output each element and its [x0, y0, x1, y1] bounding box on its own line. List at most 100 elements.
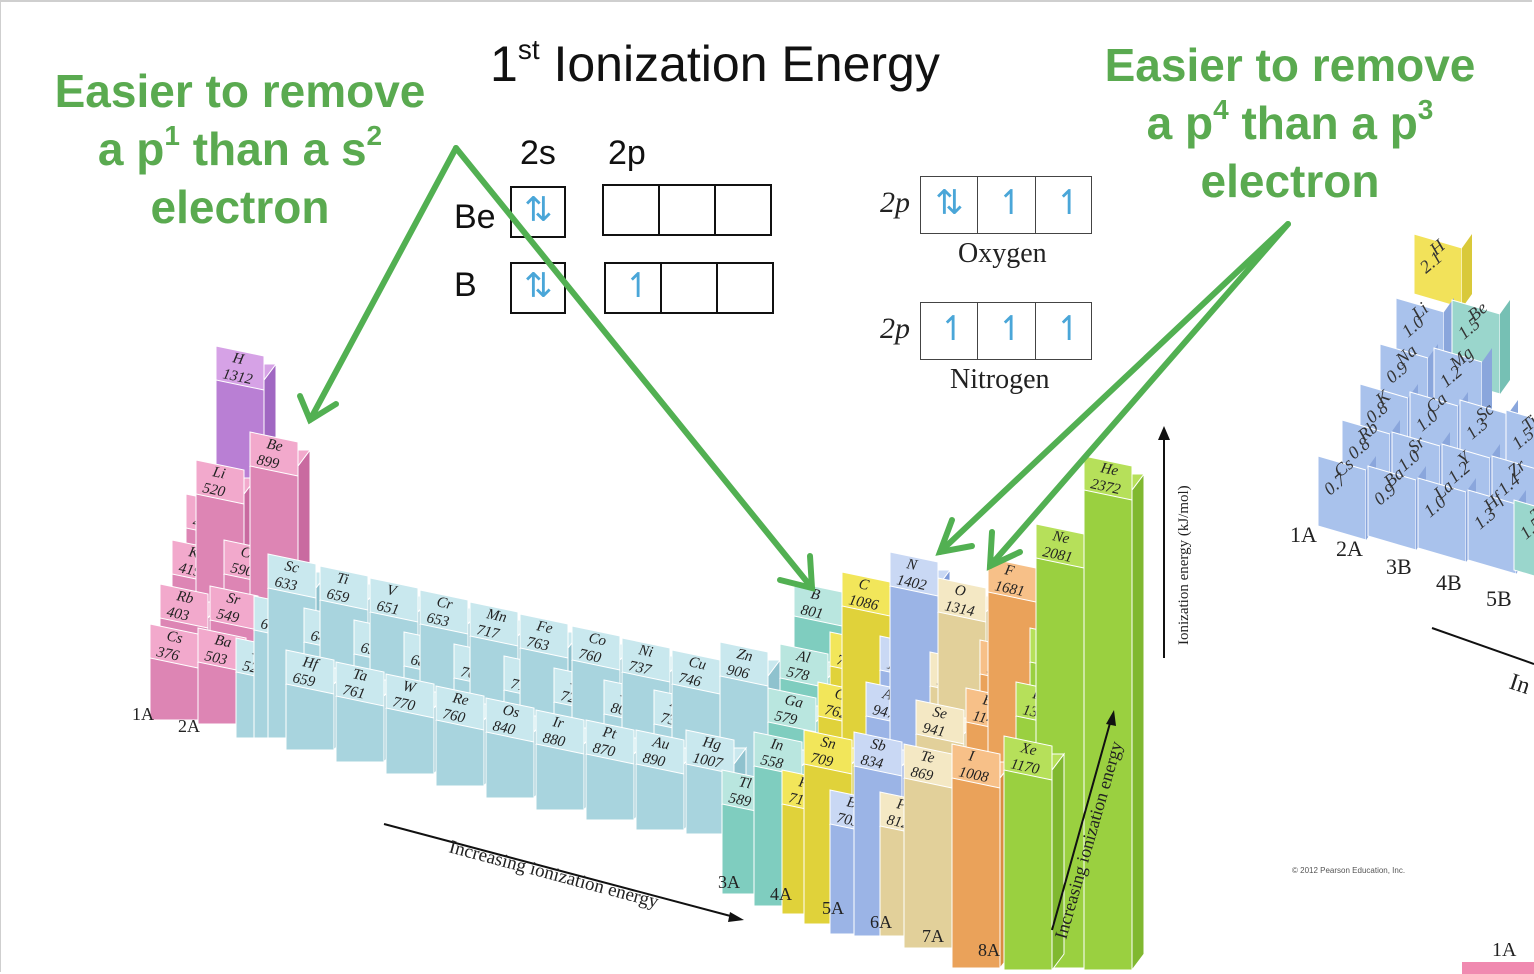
element-ionization-value: 590: [229, 560, 255, 580]
element-ionization-value: 659: [291, 670, 317, 690]
element-ionization-value: 1007: [691, 750, 725, 772]
column-label-plate: [319, 565, 369, 611]
column-label-plate: [1003, 735, 1053, 781]
copyright-text: © 2012 Pearson Education, Inc.: [1292, 866, 1406, 875]
element-ionization-value: 890: [641, 750, 667, 770]
arrow-head-icon: [728, 912, 744, 922]
column-label-plate: [335, 661, 385, 707]
b-2p-box-3: [716, 262, 774, 314]
column-front-face: [635, 763, 685, 831]
column-front-face: [385, 707, 435, 775]
element-ionization-value: 834: [859, 752, 885, 772]
nitrogen-2p-label: 2p: [880, 312, 910, 345]
group-label-3a: 3A: [718, 872, 740, 892]
element-ionization-value: 1402: [895, 572, 928, 594]
element-ionization-value: 376: [154, 644, 181, 665]
element-symbol: Be: [265, 436, 284, 455]
en-cell-ta: Ta1.5: [1513, 499, 1534, 577]
oxygen-2p-boxes: ⇅ ↿ ↿: [920, 176, 1092, 234]
column-label-plate: [195, 459, 245, 505]
arrow-head-icon: [777, 553, 816, 592]
element-symbol: Ni: [636, 642, 654, 661]
en-group-5b: 5B: [1486, 586, 1512, 611]
element-ionization-value: 941: [921, 720, 946, 740]
element-symbol: Li: [210, 464, 227, 482]
element-ionization-value: 906: [725, 662, 751, 682]
group-label-6a: 6A: [870, 912, 892, 932]
column-label-plate: [249, 431, 299, 477]
column-label-plate: [585, 719, 635, 765]
arrow-head-icon: [935, 517, 975, 556]
element-ionization-value: 899: [255, 452, 281, 472]
oxygen-2p-label: 2p: [880, 186, 910, 219]
en-cell-side: [1500, 300, 1510, 394]
column-label-plate: [419, 589, 469, 635]
label-be: Be: [454, 198, 496, 236]
column-label-plate: [803, 729, 853, 775]
column-label-plate: [535, 709, 585, 755]
en-group-3b: 3B: [1386, 554, 1412, 579]
element-symbol: Co: [587, 630, 608, 649]
oxygen-label: Oxygen: [958, 238, 1047, 269]
column-label-plate: [635, 729, 685, 775]
element-symbol: F: [1002, 562, 1016, 580]
en-group-4b: 4B: [1436, 570, 1462, 595]
column-label-plate: [435, 685, 485, 731]
en-cell-side: [1462, 234, 1472, 308]
element-symbol: Tl: [737, 774, 753, 792]
element-symbol: W: [401, 678, 418, 697]
green-arrow-left: [307, 145, 459, 423]
label-b: B: [454, 266, 477, 304]
column-label-plate: [719, 641, 769, 687]
en-cell-cs: Cs0.7: [1317, 454, 1376, 541]
element-ionization-value: 2372: [1089, 476, 1122, 498]
element-ionization-value: 1008: [957, 764, 990, 786]
element-symbol: Ta: [351, 666, 368, 685]
element-ionization-value: 589: [727, 790, 753, 810]
element-symbol: He: [1098, 460, 1120, 480]
element-ionization-value: 737: [627, 658, 654, 679]
nitrogen-label: Nitrogen: [950, 364, 1050, 395]
en-group-1a: 1A: [1290, 522, 1317, 547]
element-ionization-value: 503: [203, 648, 228, 668]
column-front-face: [535, 743, 585, 811]
column-front-face: [335, 695, 385, 763]
element-symbol: In: [768, 736, 785, 754]
element-ionization-value: 549: [215, 606, 241, 626]
element-ionization-value: 760: [577, 646, 603, 666]
axis-diagonal-arrow: [1051, 715, 1113, 931]
axis-horizontal-label: Increasing ionization energy: [447, 837, 662, 913]
column-label-plate: [519, 613, 569, 659]
column-front-face: [435, 719, 485, 787]
element-symbol: Fe: [534, 618, 554, 637]
column-label-plate: [915, 699, 965, 745]
arrow-head-icon: [986, 529, 1023, 571]
element-ionization-value: 801: [799, 602, 824, 622]
element-symbol: Os: [501, 702, 521, 721]
element-ionization-value: 870: [591, 740, 617, 760]
column-label-plate: [853, 731, 903, 777]
element-ionization-value: 1086: [847, 592, 880, 614]
corner-group-label: 1A: [1492, 939, 1517, 961]
element-ionization-value: 709: [809, 750, 835, 770]
element-symbol: I: [966, 748, 976, 765]
element-ionization-value: 1312: [221, 366, 254, 388]
element-ionization-value: 761: [341, 682, 366, 702]
group-label-1a: 1A: [132, 704, 154, 724]
element-ionization-value: 578: [785, 664, 811, 684]
en-axis-arrow: [1431, 627, 1534, 665]
b-2p-box-1: ↿: [604, 262, 662, 314]
column-label-plate: [571, 625, 621, 671]
element-symbol: Sc: [283, 558, 301, 577]
column-label-plate: [159, 583, 209, 629]
element-ionization-value: 1681: [993, 578, 1026, 600]
element-symbol: Pt: [600, 724, 618, 743]
green-arrow-b: [453, 145, 815, 591]
group-label-2a: 2A: [178, 716, 200, 736]
green-arrow-n: [937, 221, 1291, 555]
